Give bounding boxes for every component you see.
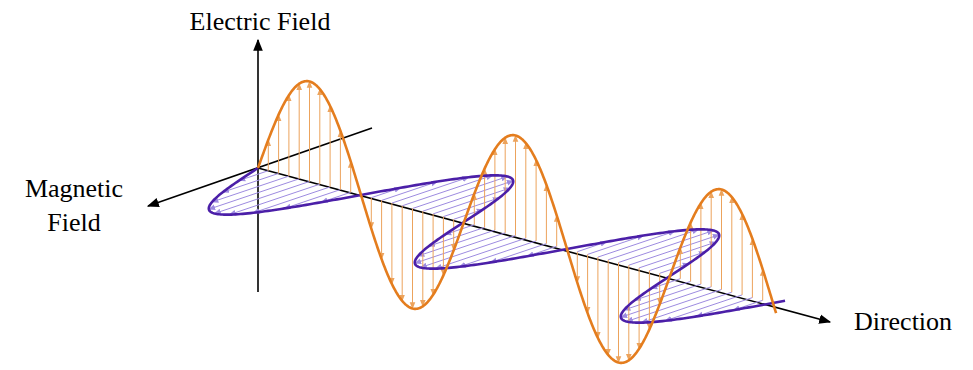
electric-vector — [443, 217, 444, 276]
electric-vector — [639, 268, 640, 349]
electric-vector — [391, 203, 392, 284]
electric-vector — [659, 273, 660, 304]
electric-vector — [536, 160, 537, 241]
electric-vector — [700, 203, 701, 284]
electric-vector — [453, 219, 454, 250]
electric-vector — [422, 211, 423, 306]
magnetic-wave — [209, 168, 785, 323]
electric-vector — [340, 131, 341, 190]
electric-vector — [618, 263, 619, 363]
magnetic-vector — [665, 295, 742, 321]
electric-vector — [525, 143, 526, 238]
electric-vector — [546, 185, 547, 244]
electric-vector — [484, 169, 485, 228]
electric-vector — [628, 265, 629, 360]
electric-wave — [258, 81, 776, 363]
electric-vector — [649, 271, 650, 330]
electric-vector — [680, 248, 681, 279]
electric-vector — [330, 106, 331, 187]
electric-vector — [433, 214, 434, 295]
electric-vector — [752, 239, 753, 298]
electric-vector — [494, 149, 495, 230]
electric-vector — [288, 95, 289, 176]
electric-vector — [505, 138, 506, 233]
electric-vector — [690, 223, 691, 282]
magnetic-vector — [253, 187, 330, 213]
electric-vector — [587, 254, 588, 313]
electric-vector — [268, 140, 269, 171]
electric-vector — [721, 190, 722, 290]
electric-vector — [412, 209, 413, 309]
electric-vector — [299, 84, 300, 179]
axis-label: Direction — [838, 305, 968, 339]
electric-vector — [597, 257, 598, 338]
electric-vector — [309, 82, 310, 182]
electric-vector — [474, 194, 475, 225]
electric-vector — [711, 192, 712, 287]
electric-vector — [515, 136, 516, 236]
electric-vector — [731, 197, 732, 292]
axis-label: Electric Field — [150, 5, 370, 39]
magnetic-axis — [148, 128, 372, 206]
electric-vector — [319, 89, 320, 184]
electric-vector — [402, 206, 403, 301]
electric-vector — [742, 214, 743, 295]
electric-vector — [381, 200, 382, 259]
electric-vector — [278, 115, 279, 174]
direction-axis — [258, 168, 830, 322]
magnetic-vector — [459, 241, 536, 267]
axis-label: Magnetic Field — [8, 172, 140, 240]
electric-vector — [608, 260, 609, 355]
